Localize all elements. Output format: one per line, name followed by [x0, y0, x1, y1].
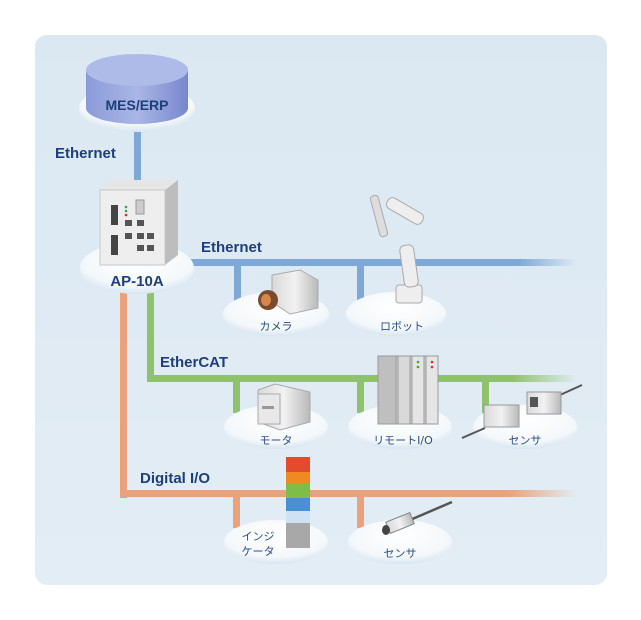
signal-tower-icon — [286, 457, 310, 548]
motor-icon — [257, 383, 311, 431]
robot-label: ロボット — [380, 320, 424, 333]
uplink-label: Ethernet — [55, 145, 116, 162]
mes-erp-label: MES/ERP — [105, 97, 168, 113]
proximity-sensor-icon — [382, 500, 453, 535]
ethernet-network-label: Ethernet — [201, 239, 262, 256]
digital-io-sensor-node: センサ — [348, 500, 453, 564]
camera-icon — [258, 269, 319, 315]
motor-label: モータ — [260, 434, 293, 447]
ethercat-drop-sensor — [482, 378, 489, 413]
uplink-line — [134, 122, 141, 187]
ethercat-drop-remote-io — [357, 378, 364, 413]
sensor-icon — [461, 384, 583, 439]
ethercat-network-label: EtherCAT — [160, 354, 228, 371]
digital-io-network-label: Digital I/O — [140, 470, 210, 487]
camera-node: カメラ — [223, 269, 329, 336]
digital-io-riser — [120, 285, 127, 498]
digital-io-bus — [120, 490, 577, 497]
ethercat-drop-motor — [233, 378, 240, 413]
digital-io-sensor-label: センサ — [384, 547, 417, 560]
controller-device-icon — [99, 180, 178, 266]
indicator-node: インジ ケータ — [224, 457, 328, 564]
camera-label: カメラ — [260, 320, 293, 333]
robot-arm-icon — [369, 194, 424, 304]
controller-label: AP-10A — [110, 273, 164, 290]
robot-node: ロボット — [346, 194, 446, 336]
ethercat-sensor-label: センサ — [509, 434, 542, 447]
remote-io-icon — [377, 355, 439, 425]
ethernet-drop-camera — [234, 262, 241, 302]
ethercat-riser — [147, 285, 154, 382]
remote-io-label: リモートI/O — [373, 434, 433, 447]
digital-io-drop-sensor — [357, 493, 364, 528]
digital-io-drop-indicator — [233, 493, 240, 528]
connection-lines — [120, 122, 577, 528]
controller-node: AP-10A — [80, 180, 194, 294]
motor-node: モータ — [224, 383, 328, 449]
remote-io-node: リモートI/O — [348, 355, 452, 449]
mes-erp-node: MES/ERP — [79, 54, 195, 132]
indicator-label-line2: ケータ — [242, 545, 275, 558]
ethernet-bus — [185, 259, 577, 266]
ethernet-drop-robot — [357, 262, 364, 302]
ethercat-sensor-node: センサ — [461, 384, 583, 449]
indicator-label-line1: インジ — [242, 530, 275, 543]
